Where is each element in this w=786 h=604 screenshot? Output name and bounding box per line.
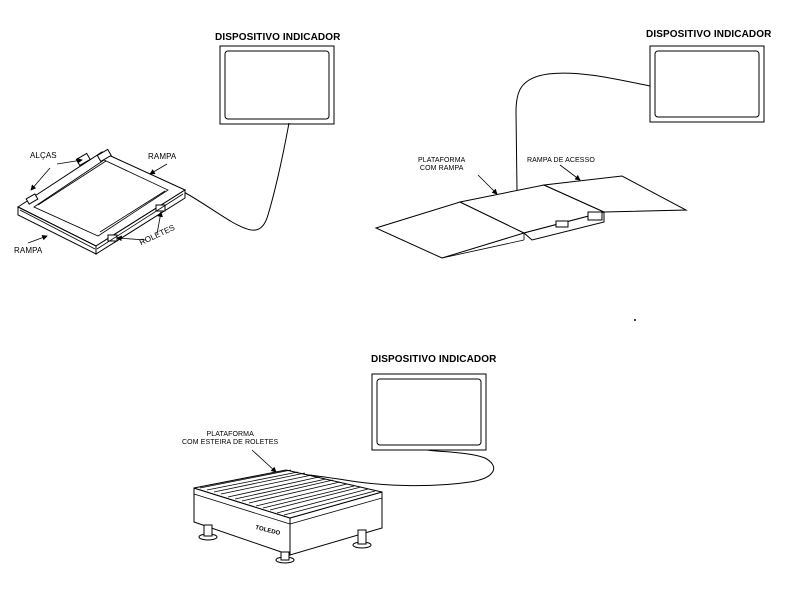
indicator-label-top-right: DISPOSITIVO INDICADOR — [646, 29, 772, 40]
platform-with-ramp-line1: PLATAFORMA — [418, 157, 466, 164]
roller-platform-drawing — [16, 148, 187, 255]
cable-top-left — [179, 122, 290, 231]
callout-arrows-top-left — [27, 157, 168, 244]
ramp-right-label: RAMPA — [148, 152, 177, 161]
indicator-device-bottom — [371, 373, 487, 451]
cable-bottom — [299, 449, 495, 487]
indicator-device-top-left — [219, 45, 335, 125]
access-ramp-label: RAMPA DE ACESSO — [527, 157, 595, 164]
conveyor-platform-label: PLATAFORMA COM ESTEIRA DE ROLETES — [182, 431, 278, 447]
conveyor-platform-drawing — [193, 469, 383, 564]
conveyor-platform-line1: PLATAFORMA — [206, 431, 254, 438]
indicator-device-top-right — [649, 45, 765, 123]
indicator-label-top-left: DISPOSITIVO INDICADOR — [215, 32, 341, 43]
conveyor-platform-line2: COM ESTEIRA DE ROLETES — [182, 439, 279, 447]
ramp-left-label: RAMPA — [14, 246, 43, 255]
callout-arrow-bottom — [251, 449, 277, 473]
callout-arrows-top-right — [477, 164, 581, 195]
platform-with-ramp-label: PLATAFORMA COM RAMPA — [418, 157, 465, 173]
indicator-label-bottom: DISPOSITIVO INDICADOR — [371, 354, 497, 365]
stray-dot — [634, 319, 636, 321]
cable-top-right — [515, 72, 651, 191]
ramp-platform-drawing — [374, 175, 688, 259]
handles-label: ALÇAS — [30, 151, 57, 160]
platform-with-ramp-line2: COM RAMPA — [419, 165, 464, 173]
